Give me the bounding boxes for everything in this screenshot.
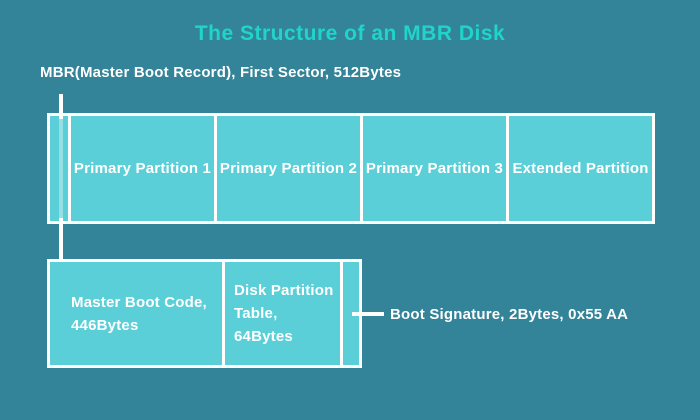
primary-partition-2-cell: Primary Partition 2 bbox=[217, 116, 360, 221]
primary-partition-3-cell: Primary Partition 3 bbox=[363, 116, 506, 221]
primary-partition-3-label: Primary Partition 3 bbox=[365, 160, 504, 177]
mbr-connector-line-bottom bbox=[59, 218, 63, 259]
boot-signature-label: Boot Signature, 2Bytes, 0x55 AA bbox=[390, 306, 629, 323]
mbr-connector-line-top bbox=[59, 94, 63, 119]
master-boot-code-line1: Master Boot Code, bbox=[71, 293, 207, 311]
boot-signature-cell bbox=[343, 262, 359, 365]
primary-partition-1-cell: Primary Partition 1 bbox=[71, 116, 214, 221]
diagram-title: The Structure of an MBR Disk bbox=[194, 22, 506, 45]
master-boot-code-cell: Master Boot Code, 446Bytes bbox=[50, 262, 222, 365]
master-boot-code-line2: 446Bytes bbox=[71, 316, 139, 334]
disk-partition-table-line2: Table, 64Bytes bbox=[234, 305, 293, 345]
extended-partition-cell: Extended Partition bbox=[509, 116, 652, 221]
mbr-detail-row: Master Boot Code, 446Bytes Disk Partitio… bbox=[47, 259, 362, 368]
disk-sector-row: Primary Partition 1 Primary Partition 2 … bbox=[47, 113, 655, 224]
boot-signature-connector-line bbox=[352, 312, 384, 316]
mbr-connector-line-through bbox=[59, 119, 63, 218]
disk-partition-table-cell: Disk Partition Table, 64Bytes bbox=[225, 262, 340, 365]
extended-partition-label: Extended Partition bbox=[512, 160, 649, 177]
primary-partition-2-label: Primary Partition 2 bbox=[219, 160, 358, 177]
disk-partition-table-line1: Disk Partition bbox=[234, 282, 334, 299]
mbr-label: MBR(Master Boot Record), First Sector, 5… bbox=[40, 64, 402, 81]
mbr-sector-cell bbox=[50, 116, 68, 221]
primary-partition-1-label: Primary Partition 1 bbox=[73, 160, 212, 177]
